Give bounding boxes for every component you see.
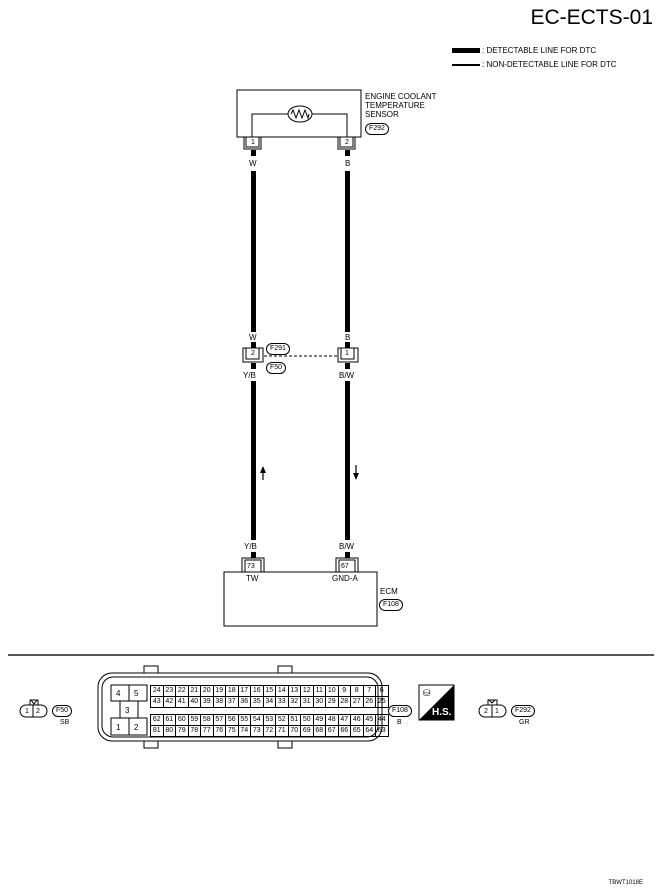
f108-pin-cell: 26 bbox=[362, 696, 376, 708]
f108-pin-cell: 41 bbox=[175, 696, 189, 708]
ecm-pin-73: 73 bbox=[247, 563, 255, 570]
sensor-connector-id: F292 bbox=[365, 123, 389, 135]
legend-detectable: : DETECTABLE LINE FOR DTC bbox=[452, 46, 596, 55]
f108-pin-cell: 81 bbox=[150, 725, 164, 737]
f108-pin-cell: 43 bbox=[150, 696, 164, 708]
f50-connector-id: F50 bbox=[52, 705, 73, 717]
f108-pin-cell: 39 bbox=[200, 696, 214, 708]
sensor-name-line3: SENSOR bbox=[365, 110, 399, 119]
f108-pin-cell: 78 bbox=[187, 725, 201, 737]
f108-pin-cell: 76 bbox=[212, 725, 226, 737]
f108-pin-cell: 36 bbox=[237, 696, 251, 708]
ecm-pin-67: 67 bbox=[341, 563, 349, 570]
f108-pin-cell: 72 bbox=[262, 725, 276, 737]
f108-pin-5: 5 bbox=[134, 689, 139, 698]
page-title: EC-ECTS-01 bbox=[530, 6, 653, 29]
ecm-connector-id: F108 bbox=[379, 599, 403, 611]
f292-pin-2: 2 bbox=[484, 708, 488, 715]
f108-pin-cell: 70 bbox=[287, 725, 301, 737]
f108-pin-cell: 67 bbox=[325, 725, 339, 737]
f108-pin-cell: 38 bbox=[212, 696, 226, 708]
f108-pin-cell: 35 bbox=[250, 696, 264, 708]
f108-pin-3: 3 bbox=[125, 706, 130, 715]
f108-pin-cell: 80 bbox=[162, 725, 176, 737]
sensor-pin-1: 1 bbox=[251, 139, 255, 146]
f108-pin-cell: 79 bbox=[175, 725, 189, 737]
f108-pin-cell: 29 bbox=[325, 696, 339, 708]
f108-pin-cell: 25 bbox=[375, 696, 389, 708]
ecm-name: ECM bbox=[380, 587, 398, 596]
f108-pin-cell: 65 bbox=[350, 725, 364, 737]
joint-color-bw: B/W bbox=[339, 371, 355, 380]
wire-color-b-top: B bbox=[345, 159, 351, 168]
legend-non-detectable-label: : NON-DETECTABLE LINE FOR DTC bbox=[482, 60, 617, 69]
joint-connector-f50: F50 bbox=[266, 362, 287, 374]
sensor-name-line2: TEMPERATURE bbox=[365, 101, 425, 110]
f108-pin-cell: 71 bbox=[275, 725, 289, 737]
thin-line-swatch bbox=[452, 63, 480, 66]
f108-pin-cell: 30 bbox=[312, 696, 326, 708]
f108-pin-cell: 77 bbox=[200, 725, 214, 737]
f108-pin-cell: 32 bbox=[287, 696, 301, 708]
f108-pin-cell: 31 bbox=[300, 696, 314, 708]
f108-pin-cell: 34 bbox=[262, 696, 276, 708]
f108-pin-2: 2 bbox=[134, 723, 139, 732]
ecm-wire-color-bw: B/W bbox=[339, 542, 355, 551]
f108-connector-id: F108 bbox=[388, 705, 412, 717]
thick-line-swatch bbox=[452, 48, 480, 53]
hs-label: H.S. bbox=[432, 707, 452, 718]
f50-pin-1: 1 bbox=[25, 708, 29, 715]
f108-pin-cell: 66 bbox=[337, 725, 351, 737]
figure-code: TBWT1018E bbox=[608, 880, 643, 886]
f292-connector-id: F292 bbox=[511, 705, 535, 717]
f108-pin-1: 1 bbox=[116, 723, 121, 732]
joint-pin-1: 1 bbox=[345, 350, 349, 357]
ecm-pin-label-gnd-a: GND-A bbox=[332, 574, 358, 583]
f50-pin-2: 2 bbox=[36, 708, 40, 715]
f108-pin-cell: 69 bbox=[300, 725, 314, 737]
harness-side-icon: ⛁ bbox=[423, 688, 431, 698]
f108-pin-4: 4 bbox=[116, 689, 121, 698]
f108-pin-cell: 63 bbox=[375, 725, 389, 737]
joint-connector-f291: F291 bbox=[266, 343, 290, 355]
ecm-pin-label-tw: TW bbox=[246, 574, 259, 583]
legend-detectable-label: : DETECTABLE LINE FOR DTC bbox=[482, 46, 597, 55]
f108-pin-cell: 42 bbox=[162, 696, 176, 708]
joint-pin-2: 2 bbox=[251, 350, 255, 357]
f108-pin-cell: 27 bbox=[350, 696, 364, 708]
sensor-name-line1: ENGINE COOLANT bbox=[365, 92, 437, 101]
ecm-wire-color-yb: Y/B bbox=[244, 542, 257, 551]
f108-pin-cell: 64 bbox=[362, 725, 376, 737]
sensor-pin-2: 2 bbox=[345, 139, 349, 146]
f108-pin-cell: 28 bbox=[337, 696, 351, 708]
f108-pin-cell: 40 bbox=[187, 696, 201, 708]
joint-color-w: W bbox=[249, 333, 257, 342]
sensor-name: ENGINE COOLANT TEMPERATURE SENSOR bbox=[365, 92, 437, 119]
f108-pin-cell: 73 bbox=[250, 725, 264, 737]
f50-color: SB bbox=[60, 719, 70, 726]
joint-color-yb: Y/B bbox=[243, 371, 256, 380]
f108-pin-cell: 68 bbox=[312, 725, 326, 737]
f108-color: B bbox=[397, 719, 402, 726]
legend-non-detectable: : NON-DETECTABLE LINE FOR DTC bbox=[452, 60, 617, 69]
f108-pin-cell: 33 bbox=[275, 696, 289, 708]
f108-pin-cell: 75 bbox=[225, 725, 239, 737]
f292-color: GR bbox=[519, 719, 530, 726]
f292-pin-1: 1 bbox=[495, 708, 499, 715]
joint-color-b: B bbox=[345, 333, 351, 342]
f108-pin-cell: 37 bbox=[225, 696, 239, 708]
wire-color-w-top: W bbox=[249, 159, 257, 168]
f108-pin-cell: 74 bbox=[237, 725, 251, 737]
